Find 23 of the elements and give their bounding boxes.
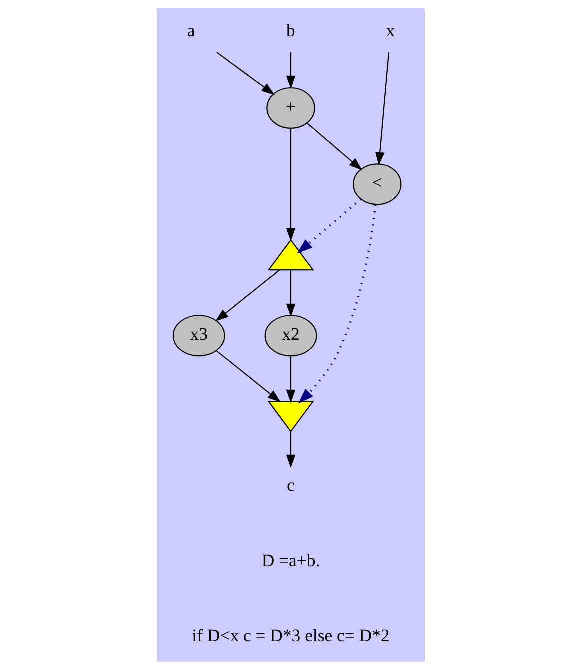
node-invtriangle xyxy=(267,401,314,432)
node-ellipse: x2 xyxy=(264,315,317,357)
arrow xyxy=(374,52,390,166)
arrow xyxy=(296,198,362,254)
arrow xyxy=(216,52,274,96)
node-text: a xyxy=(186,20,195,41)
node-text: b xyxy=(286,20,295,41)
arrow xyxy=(298,204,376,404)
node-ellipse: x3 xyxy=(172,315,225,357)
arrow xyxy=(214,270,280,322)
arrow xyxy=(216,350,281,402)
node-text: c xyxy=(286,475,294,496)
arrow xyxy=(286,432,296,468)
arrow xyxy=(286,270,296,318)
arrow xyxy=(286,52,296,90)
node-text: x xyxy=(386,20,395,41)
label: if D<x c = D*3 else c= D*2 xyxy=(192,626,390,646)
node-ellipse: < xyxy=(352,164,402,206)
label: D =a+b. xyxy=(261,550,320,570)
node-ellipse: + xyxy=(266,87,315,130)
arrow xyxy=(306,122,362,171)
arrow xyxy=(286,128,296,242)
arrow xyxy=(286,356,296,404)
